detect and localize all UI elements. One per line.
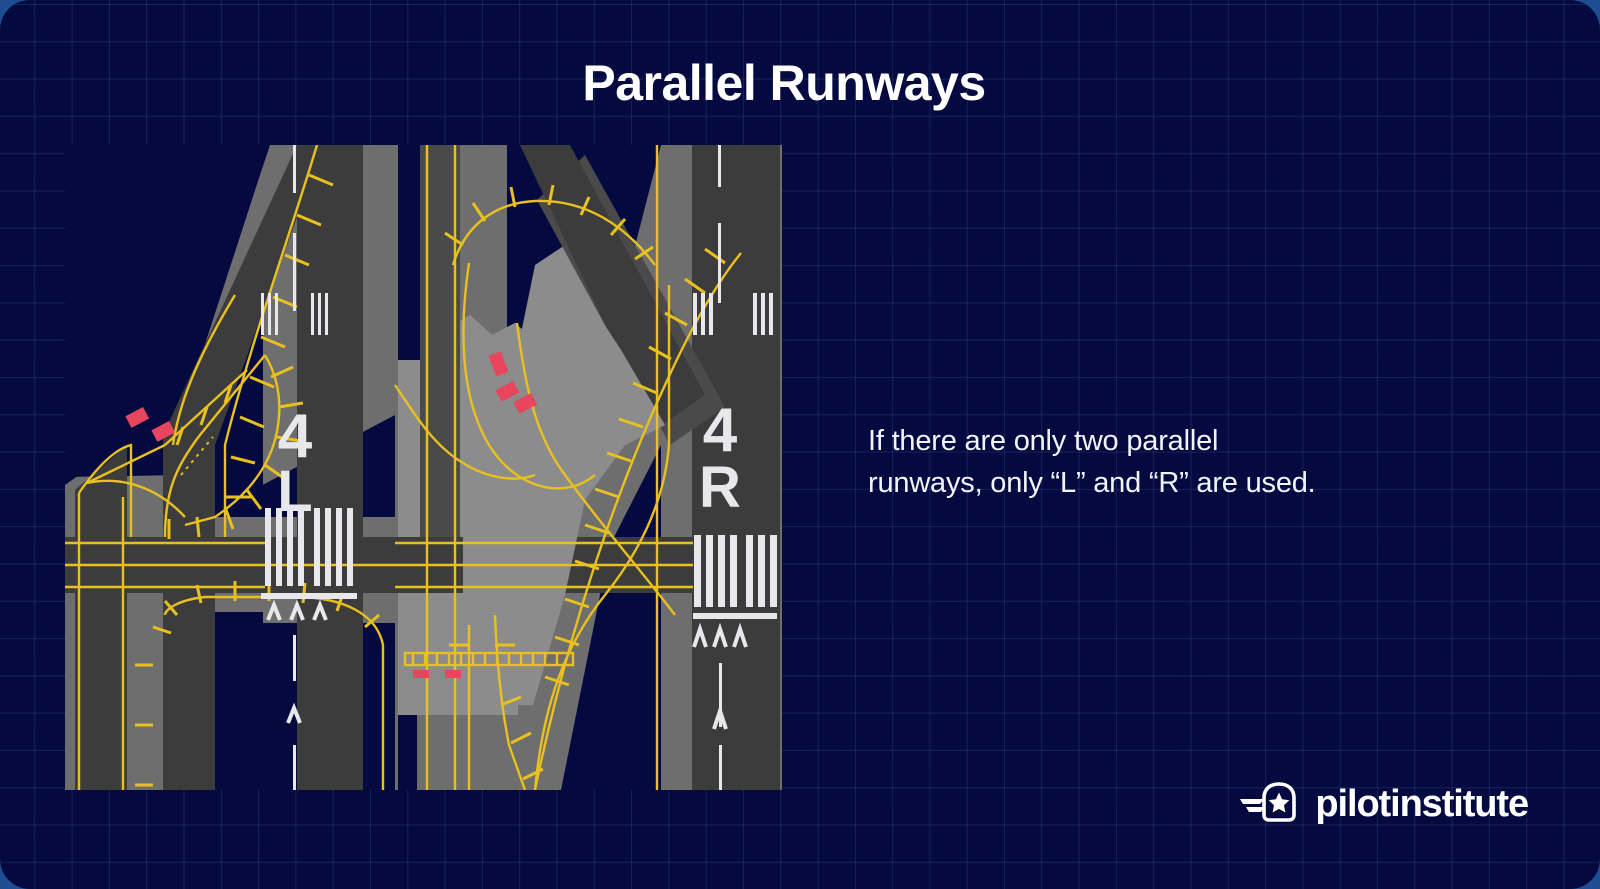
brand-logo: pilotinstitute [1240,782,1529,827]
runway-4l-side-stripes [261,293,328,335]
runway-4r-displaced-arrows [692,622,748,648]
runway-4r-surface [692,145,780,790]
runway-4l-number: 4 [278,402,313,471]
runway-4l-surface [297,145,363,790]
runway-4r-letter: R [699,455,741,520]
runway-4r-number: 4 [703,396,738,465]
parallel-runway-airport-diagram: 4 L [65,145,782,790]
taxiway-markings [65,145,742,790]
hold-short-markers [125,351,538,678]
winged-star-badge-icon [1240,782,1302,827]
runway-pavement [65,145,780,790]
runway-4r-threshold-stripes [694,535,777,607]
runway-4l-threshold-stripes [265,508,353,586]
runway-4l-displaced-arrows [266,599,328,621]
caption-text: If there are only two parallel runways, … [868,425,1316,499]
runway-4r-side-stripes [693,293,773,335]
runway-4l-markings: 4 L [261,145,357,790]
apron-top [463,295,665,705]
scene: 4 L [65,145,782,790]
hold-short-ladder [403,651,575,667]
runway-4l-letter: L [277,459,312,524]
page-title: Parallel Runways [582,55,986,111]
runway-4r-markings: 4 R [692,145,777,790]
brand-wordmark: pilotinstitute [1315,783,1529,825]
